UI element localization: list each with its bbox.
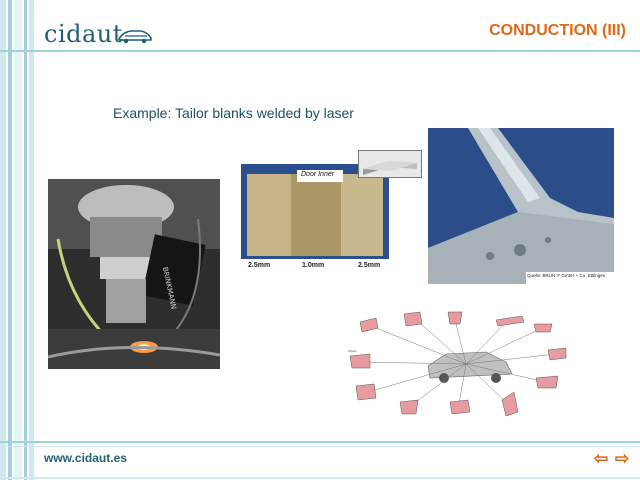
left-decorative-stripes	[0, 0, 36, 480]
slide-title: CONDUCTION (III)	[489, 22, 626, 39]
welded-pillar-image: Quelle: BRUN 'F GmbH + Co. Ettlingen	[428, 128, 614, 284]
weld-seam-inset-image	[358, 150, 422, 178]
thickness-label-right: 2.5mm	[358, 262, 381, 269]
website-link[interactable]: www.cidaut.es	[44, 451, 127, 465]
car-logo-icon	[118, 30, 152, 44]
arrow-right-icon[interactable]: ⇨	[615, 449, 630, 468]
arrow-left-icon[interactable]: ⇦	[594, 449, 609, 468]
header-divider	[0, 50, 640, 52]
thickness-label-middle: 1.0mm	[302, 262, 325, 269]
tailor-blank-image: Door Inner	[241, 164, 389, 259]
thickness-label-left: 2.5mm	[248, 262, 271, 269]
door-inner-label: Door Inner	[301, 171, 335, 178]
slide-subtitle: Example: Tailor blanks welded by laser	[113, 105, 354, 121]
cidaut-logo: cidaut	[44, 20, 123, 48]
svg-text:Chain: Chain	[348, 349, 357, 353]
pillar-caption: Quelle: BRUN 'F GmbH + Co. Ettlingen	[527, 273, 606, 278]
car-parts-diagram-image: Chain	[346, 306, 578, 420]
footer-divider	[0, 441, 640, 479]
laser-welding-robot-image: BRINKMANN	[48, 179, 220, 369]
slide-header: cidaut CONDUCTION (III)	[0, 0, 640, 50]
